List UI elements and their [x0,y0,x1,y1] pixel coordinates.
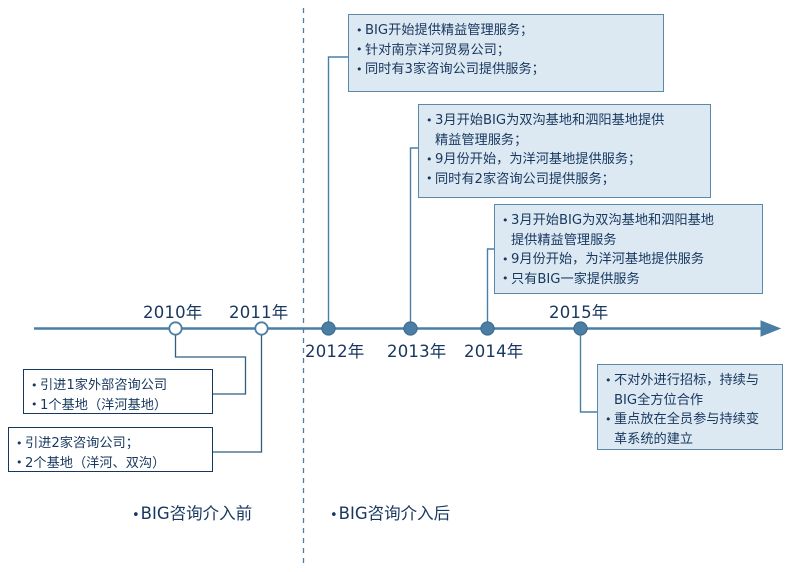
callout-2015-line-1: 不对外进行招标，持续与 BIG全方位合作 [605,371,774,410]
callout-2010-line-1: 引进1家外部咨询公司 [31,376,204,396]
callout-2010-list: 引进1家外部咨询公司 1个基地（洋河基地） [31,376,204,415]
callout-2015-line-2: 重点放在全员参与持续变 革系统的建立 [605,410,774,449]
section-label-before: BIG咨询介入前 [132,500,252,524]
callout-2013-line-2: 9月份开始，为洋河基地提供服务； [426,150,702,170]
callout-2014-line-3: 只有BIG一家提供服务 [502,269,754,290]
callout-2014-line-2: 9月份开始，为洋河基地提供服务 [502,250,754,270]
milestone-marker-2014[interactable] [480,321,495,336]
callout-2013-list: 3月开始BIG为双沟基地和泗阳基地提供 精益管理服务； 9月份开始，为洋河基地提… [426,111,702,189]
year-label-2015: 2015年 [549,303,609,322]
connector-2012 [327,56,349,328]
year-label-2012: 2012年 [305,342,365,361]
year-label-2011: 2011年 [229,303,289,322]
milestone-marker-2012[interactable] [321,321,336,336]
callout-2014-list: 3月开始BIG为双沟基地和泗阳基地 提供精益管理服务 9月份开始，为洋河基地提供… [502,211,754,289]
milestone-marker-2015[interactable] [573,321,588,336]
callout-2014-line-1: 3月开始BIG为双沟基地和泗阳基地 提供精益管理服务 [502,211,754,250]
callout-2012-line-2: 针对南京洋河贸易公司； [356,40,655,61]
connector-2015 [579,329,598,413]
callout-2015-list: 不对外进行招标，持续与 BIG全方位合作 重点放在全员参与持续变 革系统的建立 [605,371,774,449]
callout-2012-list: BIG开始提供精益管理服务； 针对南京洋河贸易公司； 同时有3家咨询公司提供服务… [356,21,655,80]
milestone-marker-2010[interactable] [168,321,183,336]
milestone-marker-2013[interactable] [403,321,418,336]
callout-2011[interactable]: 引进2家咨询公司； 2个基地（洋河、双沟） [8,427,213,472]
callout-2014[interactable]: 3月开始BIG为双沟基地和泗阳基地 提供精益管理服务 9月份开始，为洋河基地提供… [494,204,763,294]
callout-2010-line-2: 1个基地（洋河基地） [31,395,204,416]
connector-2011 [213,329,263,453]
callout-2013[interactable]: 3月开始BIG为双沟基地和泗阳基地提供 精益管理服务； 9月份开始，为洋河基地提… [418,104,711,198]
callout-2010[interactable]: 引进1家外部咨询公司 1个基地（洋河基地） [23,369,213,414]
callout-2011-line-2: 2个基地（洋河、双沟） [16,453,204,474]
milestone-marker-2011[interactable] [254,321,269,336]
callout-2012-line-1: BIG开始提供精益管理服务； [356,21,655,41]
section-label-after: BIG咨询介入后 [330,500,450,524]
callout-2015[interactable]: 不对外进行招标，持续与 BIG全方位合作 重点放在全员参与持续变 革系统的建立 [597,364,783,450]
callout-2013-line-3: 同时有2家咨询公司提供服务； [426,169,702,190]
year-label-2013: 2013年 [387,342,447,361]
callout-2013-line-1: 3月开始BIG为双沟基地和泗阳基地提供 精益管理服务； [426,111,702,150]
callout-2011-line-1: 引进2家咨询公司； [16,434,204,454]
callout-2011-list: 引进2家咨询公司； 2个基地（洋河、双沟） [16,434,204,473]
callout-2012[interactable]: BIG开始提供精益管理服务； 针对南京洋河贸易公司； 同时有3家咨询公司提供服务… [348,14,664,92]
year-label-2014: 2014年 [464,342,524,361]
year-label-2010: 2010年 [143,303,203,322]
callout-2012-line-3: 同时有3家咨询公司提供服务； [356,60,655,80]
